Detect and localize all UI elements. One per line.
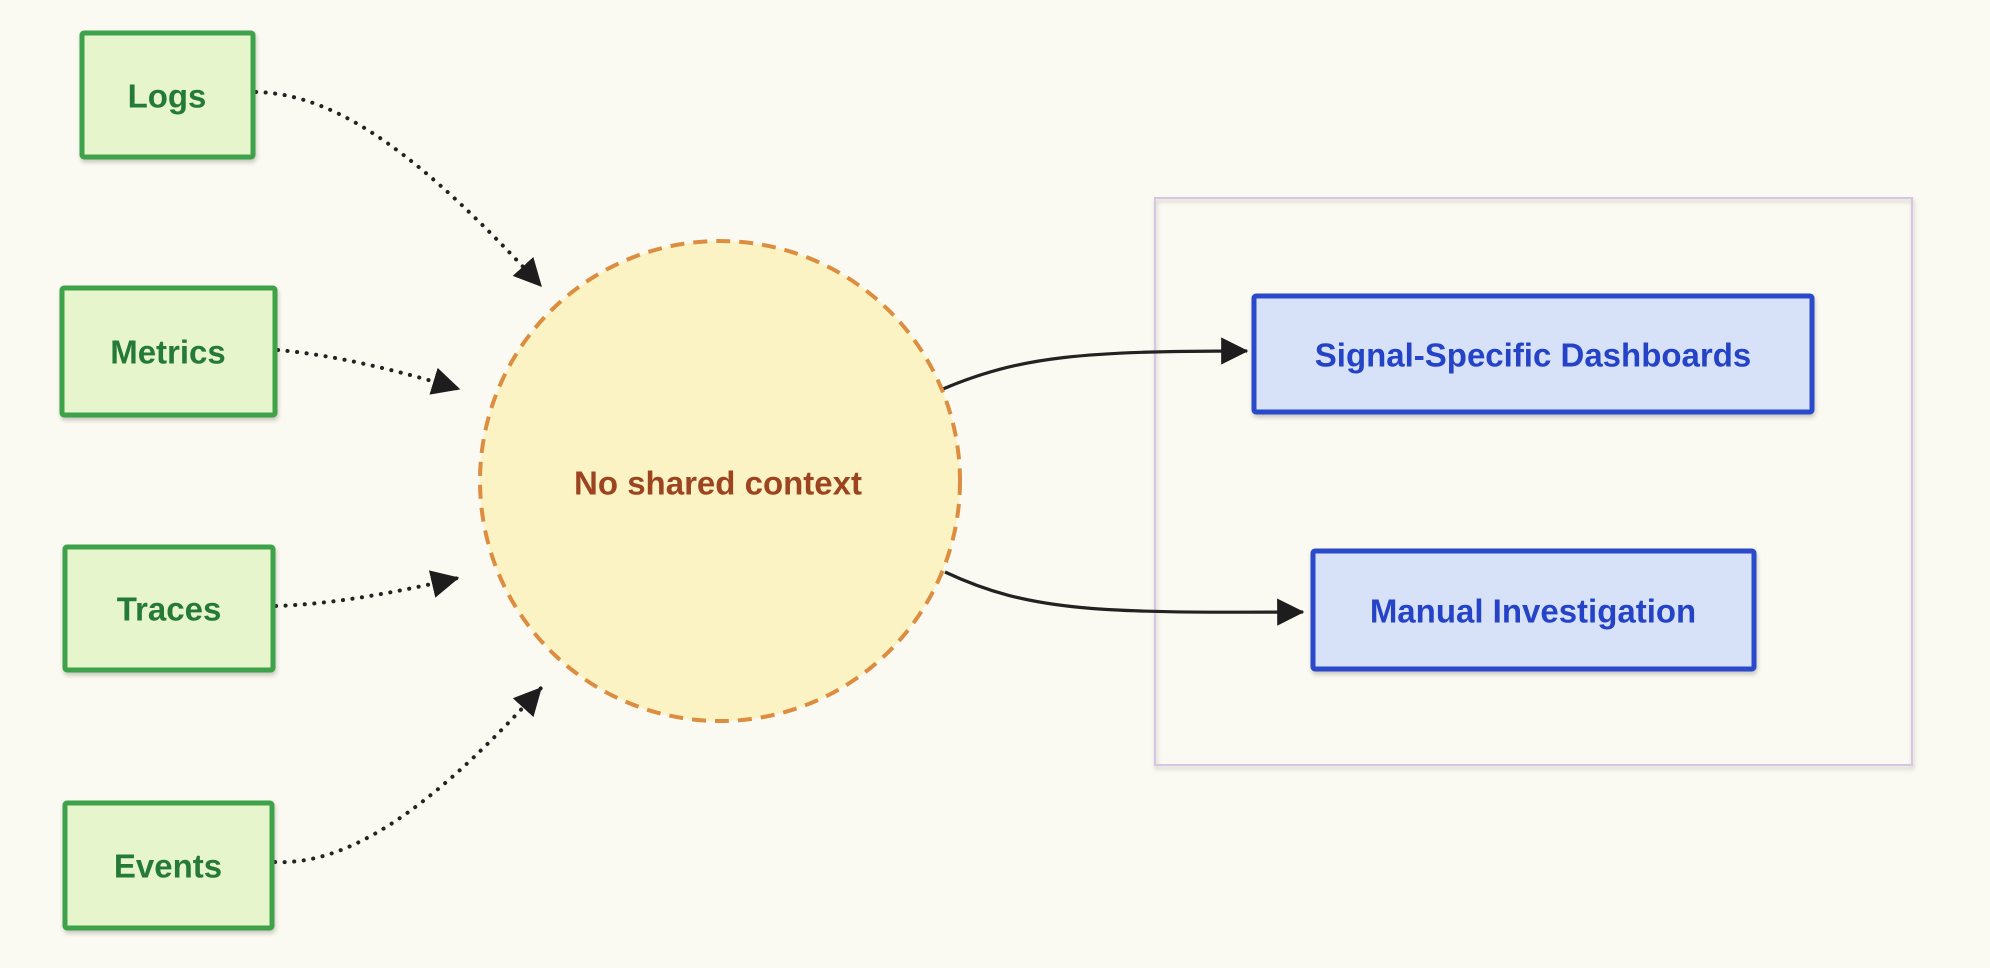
edge-hub-to-investigation bbox=[944, 570, 1305, 626]
hub-node: No shared context bbox=[478, 239, 962, 723]
outcome-label-investigation: Manual Investigation bbox=[1370, 593, 1696, 630]
outcome-box-investigation bbox=[1310, 548, 1757, 672]
source-label-metrics: Metrics bbox=[110, 334, 226, 371]
hub-label: No shared context bbox=[574, 465, 862, 502]
outcome-label-dashboards: Signal-Specific Dashboards bbox=[1315, 337, 1751, 374]
source-node-traces: Traces bbox=[62, 544, 276, 673]
source-box-events bbox=[62, 800, 275, 931]
outcome-node-investigation: Manual Investigation bbox=[1310, 548, 1757, 672]
edge-metrics-to-hub bbox=[276, 348, 461, 395]
source-box-logs bbox=[79, 30, 256, 160]
source-label-traces: Traces bbox=[117, 591, 222, 628]
outcome-node-dashboards: Signal-Specific Dashboards bbox=[1251, 293, 1815, 415]
edge-events-to-hub bbox=[273, 686, 543, 865]
source-box-traces bbox=[62, 544, 276, 673]
edge-hub-to-dashboards bbox=[942, 337, 1249, 391]
outcomes-panel bbox=[1154, 197, 1913, 766]
edge-logs-to-hub bbox=[254, 90, 543, 288]
source-node-events: Events bbox=[62, 800, 275, 931]
source-node-logs: Logs bbox=[79, 30, 256, 160]
source-box-metrics bbox=[59, 285, 278, 418]
hub-circle bbox=[478, 239, 962, 723]
source-label-events: Events bbox=[114, 848, 222, 885]
source-node-metrics: Metrics bbox=[59, 285, 278, 418]
outcome-box-dashboards bbox=[1251, 293, 1815, 415]
source-label-logs: Logs bbox=[128, 78, 207, 115]
edge-traces-to-hub bbox=[274, 570, 460, 608]
